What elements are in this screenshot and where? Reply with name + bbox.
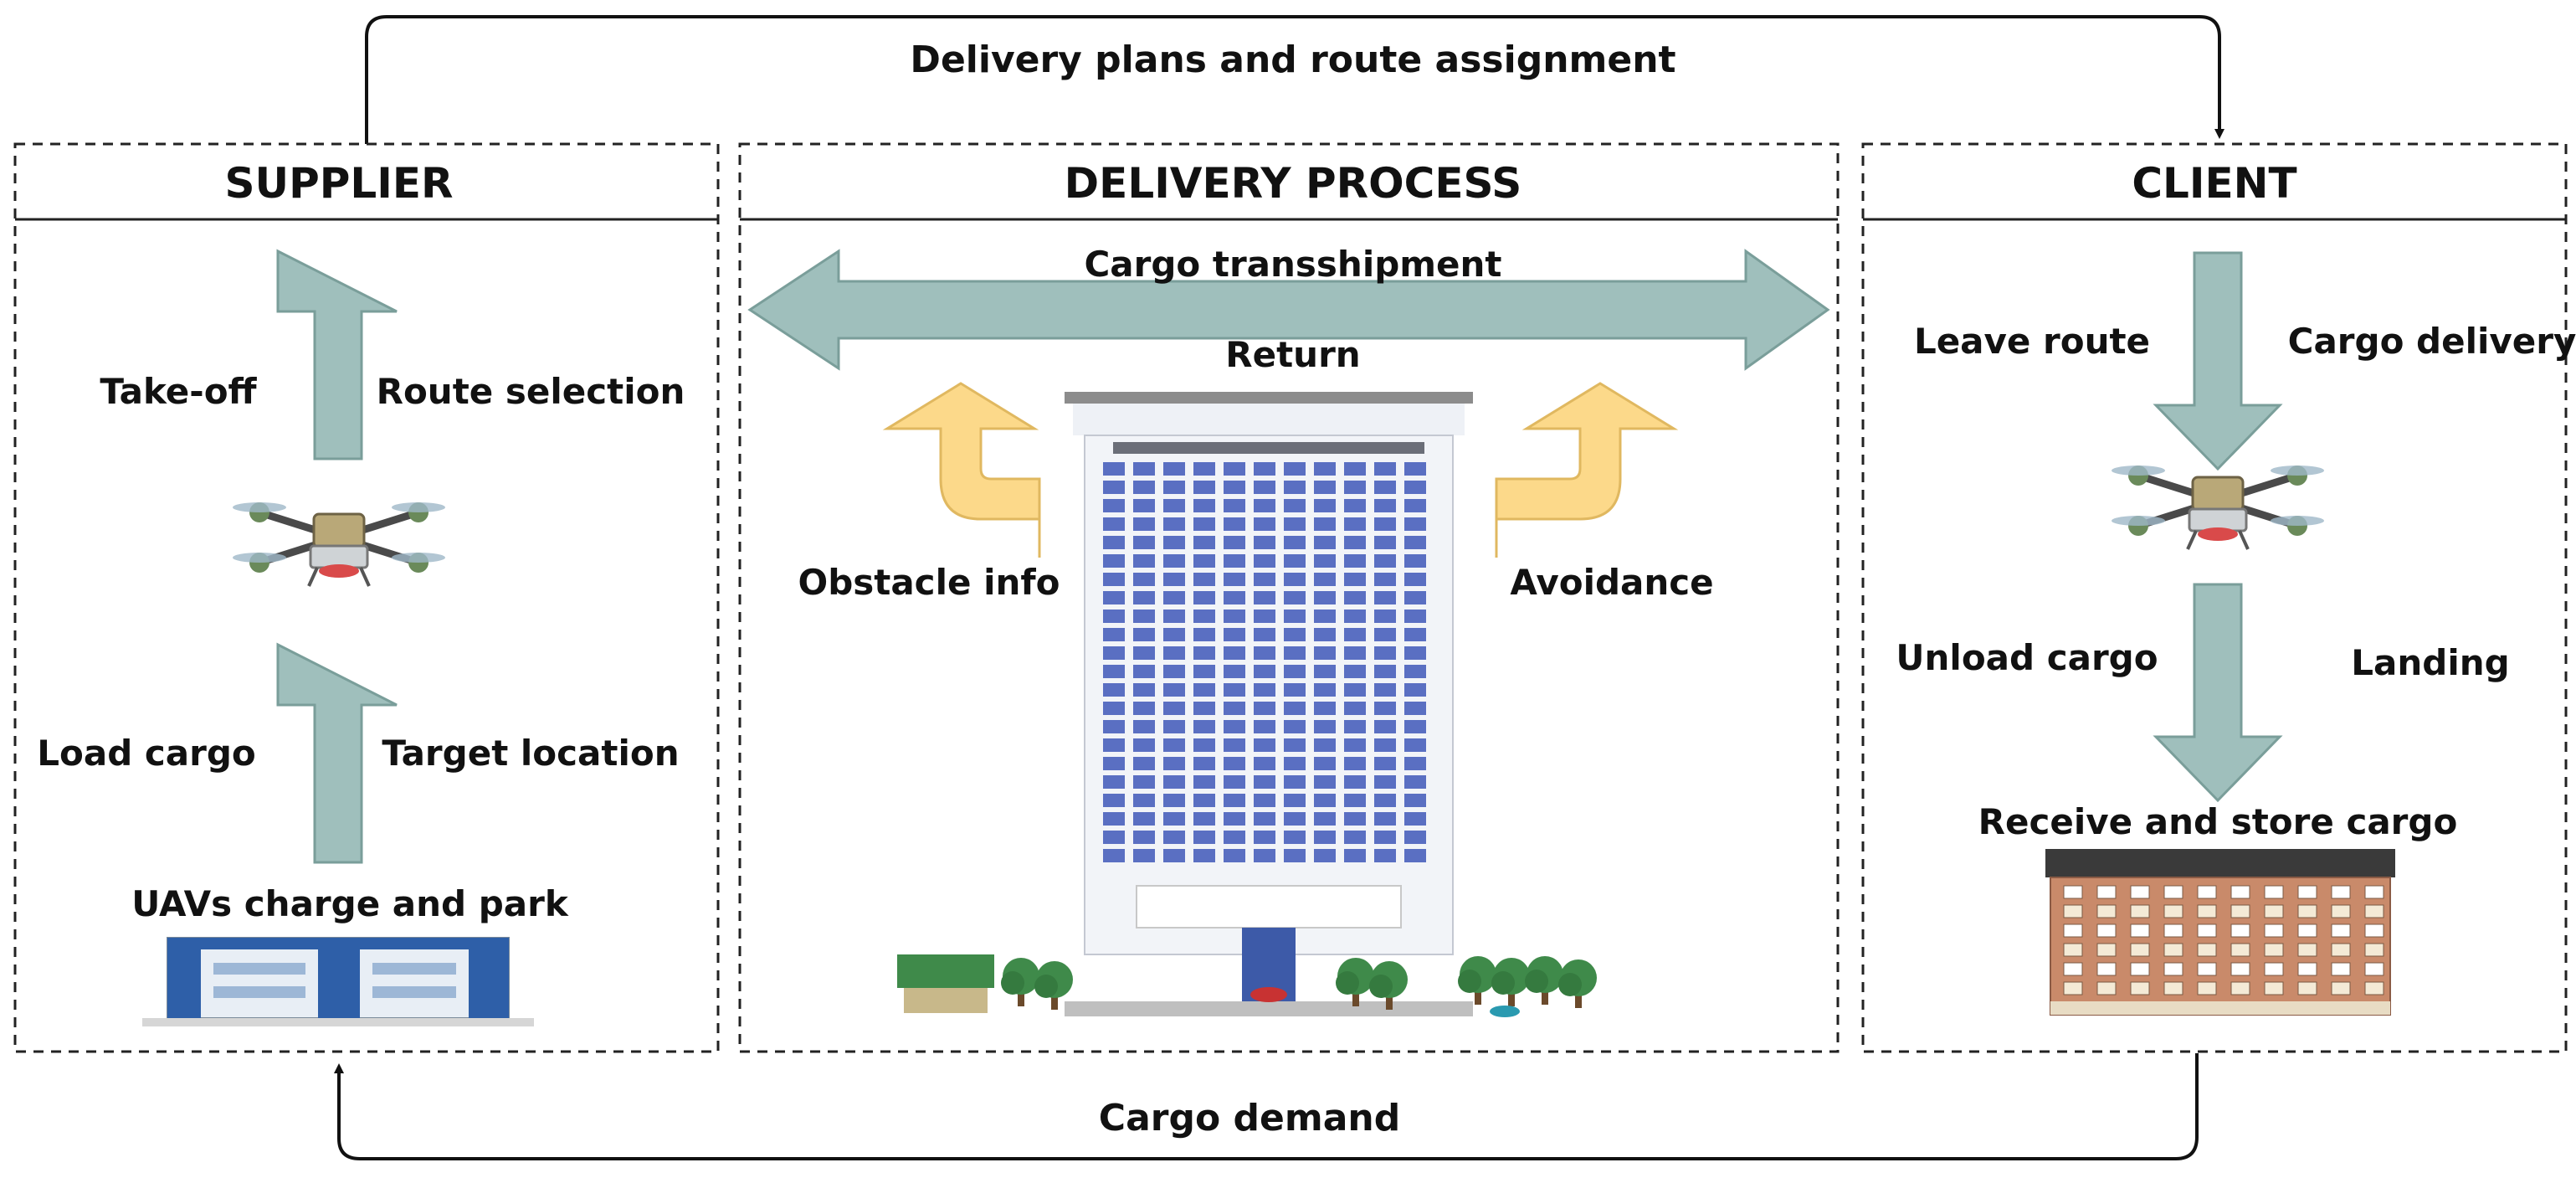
bottom-flow-label: Cargo demand bbox=[1099, 1097, 1400, 1139]
delivery-panel: DELIVERY PROCESS Cargo transshipment Ret… bbox=[738, 142, 1840, 1053]
client-title: CLIENT bbox=[2132, 159, 2296, 208]
load-arrow bbox=[276, 642, 398, 864]
avoidance-label: Avoidance bbox=[1510, 562, 1713, 603]
receive-store-label: Receive and store cargo bbox=[1978, 801, 2458, 842]
warehouse-icon bbox=[142, 937, 534, 1026]
supplier-panel: SUPPLIER Take-off Route selection Load c… bbox=[13, 142, 720, 1053]
landing-arrow bbox=[2153, 583, 2283, 803]
supplier-title: SUPPLIER bbox=[224, 159, 453, 208]
delivery-title: DELIVERY PROCESS bbox=[1065, 159, 1522, 208]
drone-icon bbox=[233, 502, 445, 586]
apartment-building-icon bbox=[2045, 849, 2395, 1016]
obstacle-info-label: Obstacle info bbox=[798, 562, 1060, 603]
transshipment-label: Cargo transshipment bbox=[1084, 244, 1501, 285]
obstacle-arrow bbox=[882, 382, 1041, 558]
route-selection-label: Route selection bbox=[377, 371, 685, 412]
top-flow-line bbox=[365, 15, 2224, 144]
top-flow-label: Delivery plans and route assignment bbox=[910, 39, 1675, 81]
charge-park-label: UAVs charge and park bbox=[131, 883, 569, 924]
target-location-label: Target location bbox=[382, 733, 679, 774]
blue-car bbox=[1490, 1006, 1520, 1017]
return-label: Return bbox=[1225, 334, 1360, 375]
leave-route-label: Leave route bbox=[1914, 321, 2150, 362]
client-panel: CLIENT Leave route Cargo delivery Unload… bbox=[1861, 142, 2576, 1053]
bottom-flow-line bbox=[334, 1053, 2199, 1160]
cargo-delivery-label: Cargo delivery bbox=[2288, 321, 2576, 362]
takeoff-label: Take-off bbox=[100, 371, 257, 412]
landing-label: Landing bbox=[2351, 642, 2509, 683]
takeoff-arrow bbox=[276, 249, 398, 460]
delivery-arrow bbox=[2153, 251, 2283, 471]
load-cargo-label: Load cargo bbox=[37, 733, 256, 774]
trees-left bbox=[897, 954, 1073, 1013]
client-drone-icon bbox=[2112, 466, 2324, 549]
transshipment-arrow bbox=[747, 249, 1830, 371]
avoidance-arrow bbox=[1495, 382, 1679, 558]
unload-cargo-label: Unload cargo bbox=[1896, 637, 2158, 678]
office-tower-icon bbox=[1065, 392, 1473, 1016]
red-car bbox=[1250, 987, 1287, 1002]
